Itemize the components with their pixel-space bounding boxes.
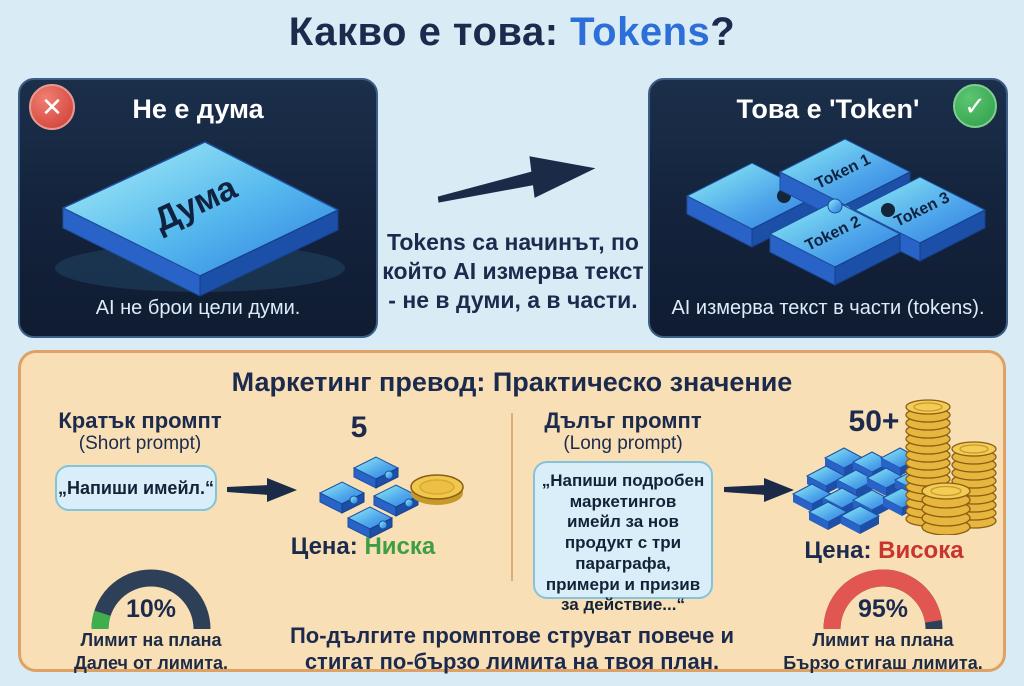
coin-stack-front [921, 482, 971, 535]
page-title-highlight: Tokens [570, 10, 711, 54]
long-token-count: 50+ [848, 405, 900, 438]
bottom-panel-title: Маркетинг превод: Практическо значение [231, 367, 793, 397]
marketing-translation-panel: Маркетинг превод: Практическо значение К… [18, 350, 1006, 674]
short-prompt-bubble: „Напиши имейл.“ [55, 465, 217, 511]
token-puzzle-illustration: Token 1 Token 3 Token 2 [685, 138, 987, 286]
short-limit-text: Далеч от лимита. [73, 652, 229, 673]
short-token-count: 5 [350, 411, 368, 444]
x-glyph: ✕ [41, 91, 63, 122]
short-limit-note: Лимит на плана Далеч от лимита. [46, 629, 256, 674]
short-limit-title: Лимит на плана [80, 630, 222, 650]
check-glyph: ✓ [964, 90, 986, 121]
long-prompt-text: „Напиши подробен маркетингов имейл за но… [541, 471, 705, 615]
long-prompt-heading: Дълъг промпт (Long prompt) [528, 408, 718, 455]
x-circle-icon: ✕ [29, 84, 75, 130]
long-prompt-subtitle: (Long prompt) [563, 433, 683, 455]
middle-explainer-text: Tokens са начинът, по който AI измерва т… [382, 229, 644, 313]
puzzle-piece-token-2: Token 2 [768, 198, 902, 286]
long-usage-gauge [823, 569, 943, 630]
long-limit-note: Лимит на плана Бързо стигаш лимита. [773, 629, 993, 674]
short-price: Цена: Ниска [273, 533, 453, 561]
vertical-divider [511, 413, 513, 581]
token-caption: AI измерва текст в части (tokens). [671, 297, 985, 319]
right-arrow-icon [437, 156, 596, 203]
coin-stacks-icon [905, 399, 997, 535]
not-a-word-panel: ✕ Не е дума Дума AI не брои цели думи. [18, 78, 378, 338]
short-prompt-heading: Кратък промпт (Short prompt) [45, 408, 235, 455]
mini-puzzle-pieces [318, 456, 420, 539]
token-panel: ✓ Това е 'Token' Token 1 [648, 78, 1008, 338]
short-price-value: Ниска [364, 533, 436, 560]
long-price-label: Цена: [804, 537, 872, 564]
short-arrow-icon [227, 478, 297, 502]
short-gauge-value: 10% [125, 595, 177, 623]
short-usage-gauge [91, 569, 211, 630]
not-a-word-caption: AI не брои цели думи. [95, 297, 301, 319]
not-a-word-heading: Не е дума [132, 94, 264, 124]
short-price-label: Цена: [290, 533, 358, 560]
short-prompt-title: Кратък промпт [58, 408, 222, 433]
long-limit-text: Бързо стигаш лимита. [783, 652, 983, 673]
word-slab-illustration: Дума [55, 141, 345, 297]
short-puzzle-icons [318, 456, 420, 539]
long-limit-title: Лимит на плана [812, 630, 954, 650]
long-gauge-value: 95% [857, 595, 909, 623]
page-title-suffix: ? [710, 10, 736, 54]
long-price-value: Висока [878, 537, 964, 564]
long-arrow-icon [724, 478, 794, 502]
token-heading: Това е 'Token' [736, 94, 920, 124]
page-title-prefix: Какво е това: [288, 10, 571, 54]
short-prompt-subtitle: (Short prompt) [78, 433, 202, 455]
long-price: Цена: Висока [794, 537, 974, 565]
long-prompt-title: Дълъг промпт [544, 408, 702, 433]
short-prompt-text: „Напиши имейл.“ [58, 477, 214, 498]
long-prompt-bubble: „Напиши подробен маркетингов имейл за но… [533, 461, 713, 614]
page-title: Какво е това: Tokens? [0, 10, 1024, 55]
footer-note: По-дългите промптове струват повече и ст… [289, 623, 735, 674]
single-coin-icon [410, 474, 464, 505]
check-circle-icon: ✓ [953, 84, 997, 128]
